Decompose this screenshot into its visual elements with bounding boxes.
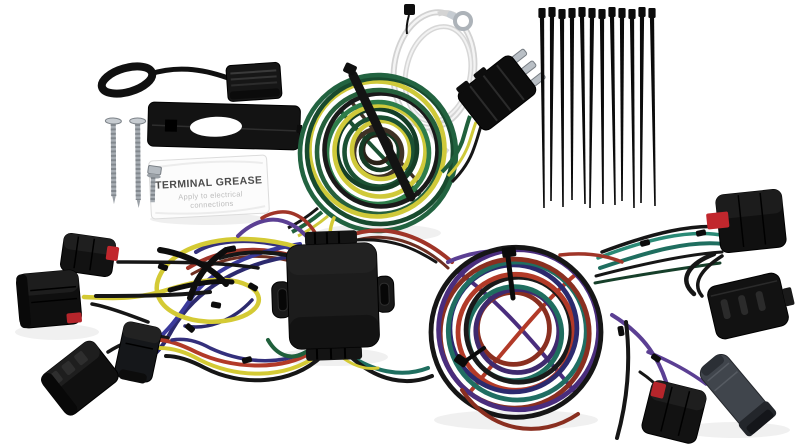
module-mounting-tab-right xyxy=(374,275,395,313)
connector-left-large xyxy=(16,269,82,329)
connector-left-bottom xyxy=(41,340,119,416)
wire-bundle xyxy=(428,244,604,431)
bonded-wire-coil xyxy=(287,62,483,238)
short-screw xyxy=(146,165,162,203)
long-screw-1 xyxy=(104,117,122,205)
zip-ties xyxy=(538,7,656,208)
connector-right-bottom xyxy=(641,380,707,444)
mounting-bracket xyxy=(147,101,303,151)
wire-bundle-rings xyxy=(428,244,604,420)
module-bottom-connector xyxy=(305,346,363,361)
bundle-zip-tie-1 xyxy=(501,246,517,301)
bundle-zip-tie-2 xyxy=(454,346,486,368)
long-screw-2 xyxy=(129,117,147,209)
red-locking-tab xyxy=(105,245,120,261)
red-locking-tab xyxy=(66,312,82,324)
module-top-connector xyxy=(304,230,358,246)
connector-right-gray xyxy=(699,354,777,437)
wire-clip xyxy=(404,4,415,35)
dust-cap-loop xyxy=(97,62,157,98)
ring-terminal xyxy=(453,11,473,31)
dust-cap xyxy=(97,61,283,102)
packet-title: TERMINAL GREASE xyxy=(155,174,263,192)
four-flat-connector xyxy=(456,48,546,131)
connector-left-mid xyxy=(114,321,162,384)
packet-subtitle-1: Apply to electrical xyxy=(178,189,243,201)
connector-left-top xyxy=(60,232,120,278)
converter-module xyxy=(271,230,395,361)
dust-cap-strap xyxy=(149,66,229,81)
red-locking-tab xyxy=(650,381,667,399)
dust-cap-body xyxy=(225,61,283,102)
connector-right-mid xyxy=(707,272,795,340)
wire-tie-marks xyxy=(157,229,707,364)
red-locking-tab xyxy=(706,211,730,230)
packet-subtitle-2: connections xyxy=(190,199,234,210)
coil-zip-tie xyxy=(343,62,416,202)
connector-right-top xyxy=(706,189,787,253)
terminal-grease-packet: TERMINAL GREASE Apply to electrical conn… xyxy=(148,154,270,220)
